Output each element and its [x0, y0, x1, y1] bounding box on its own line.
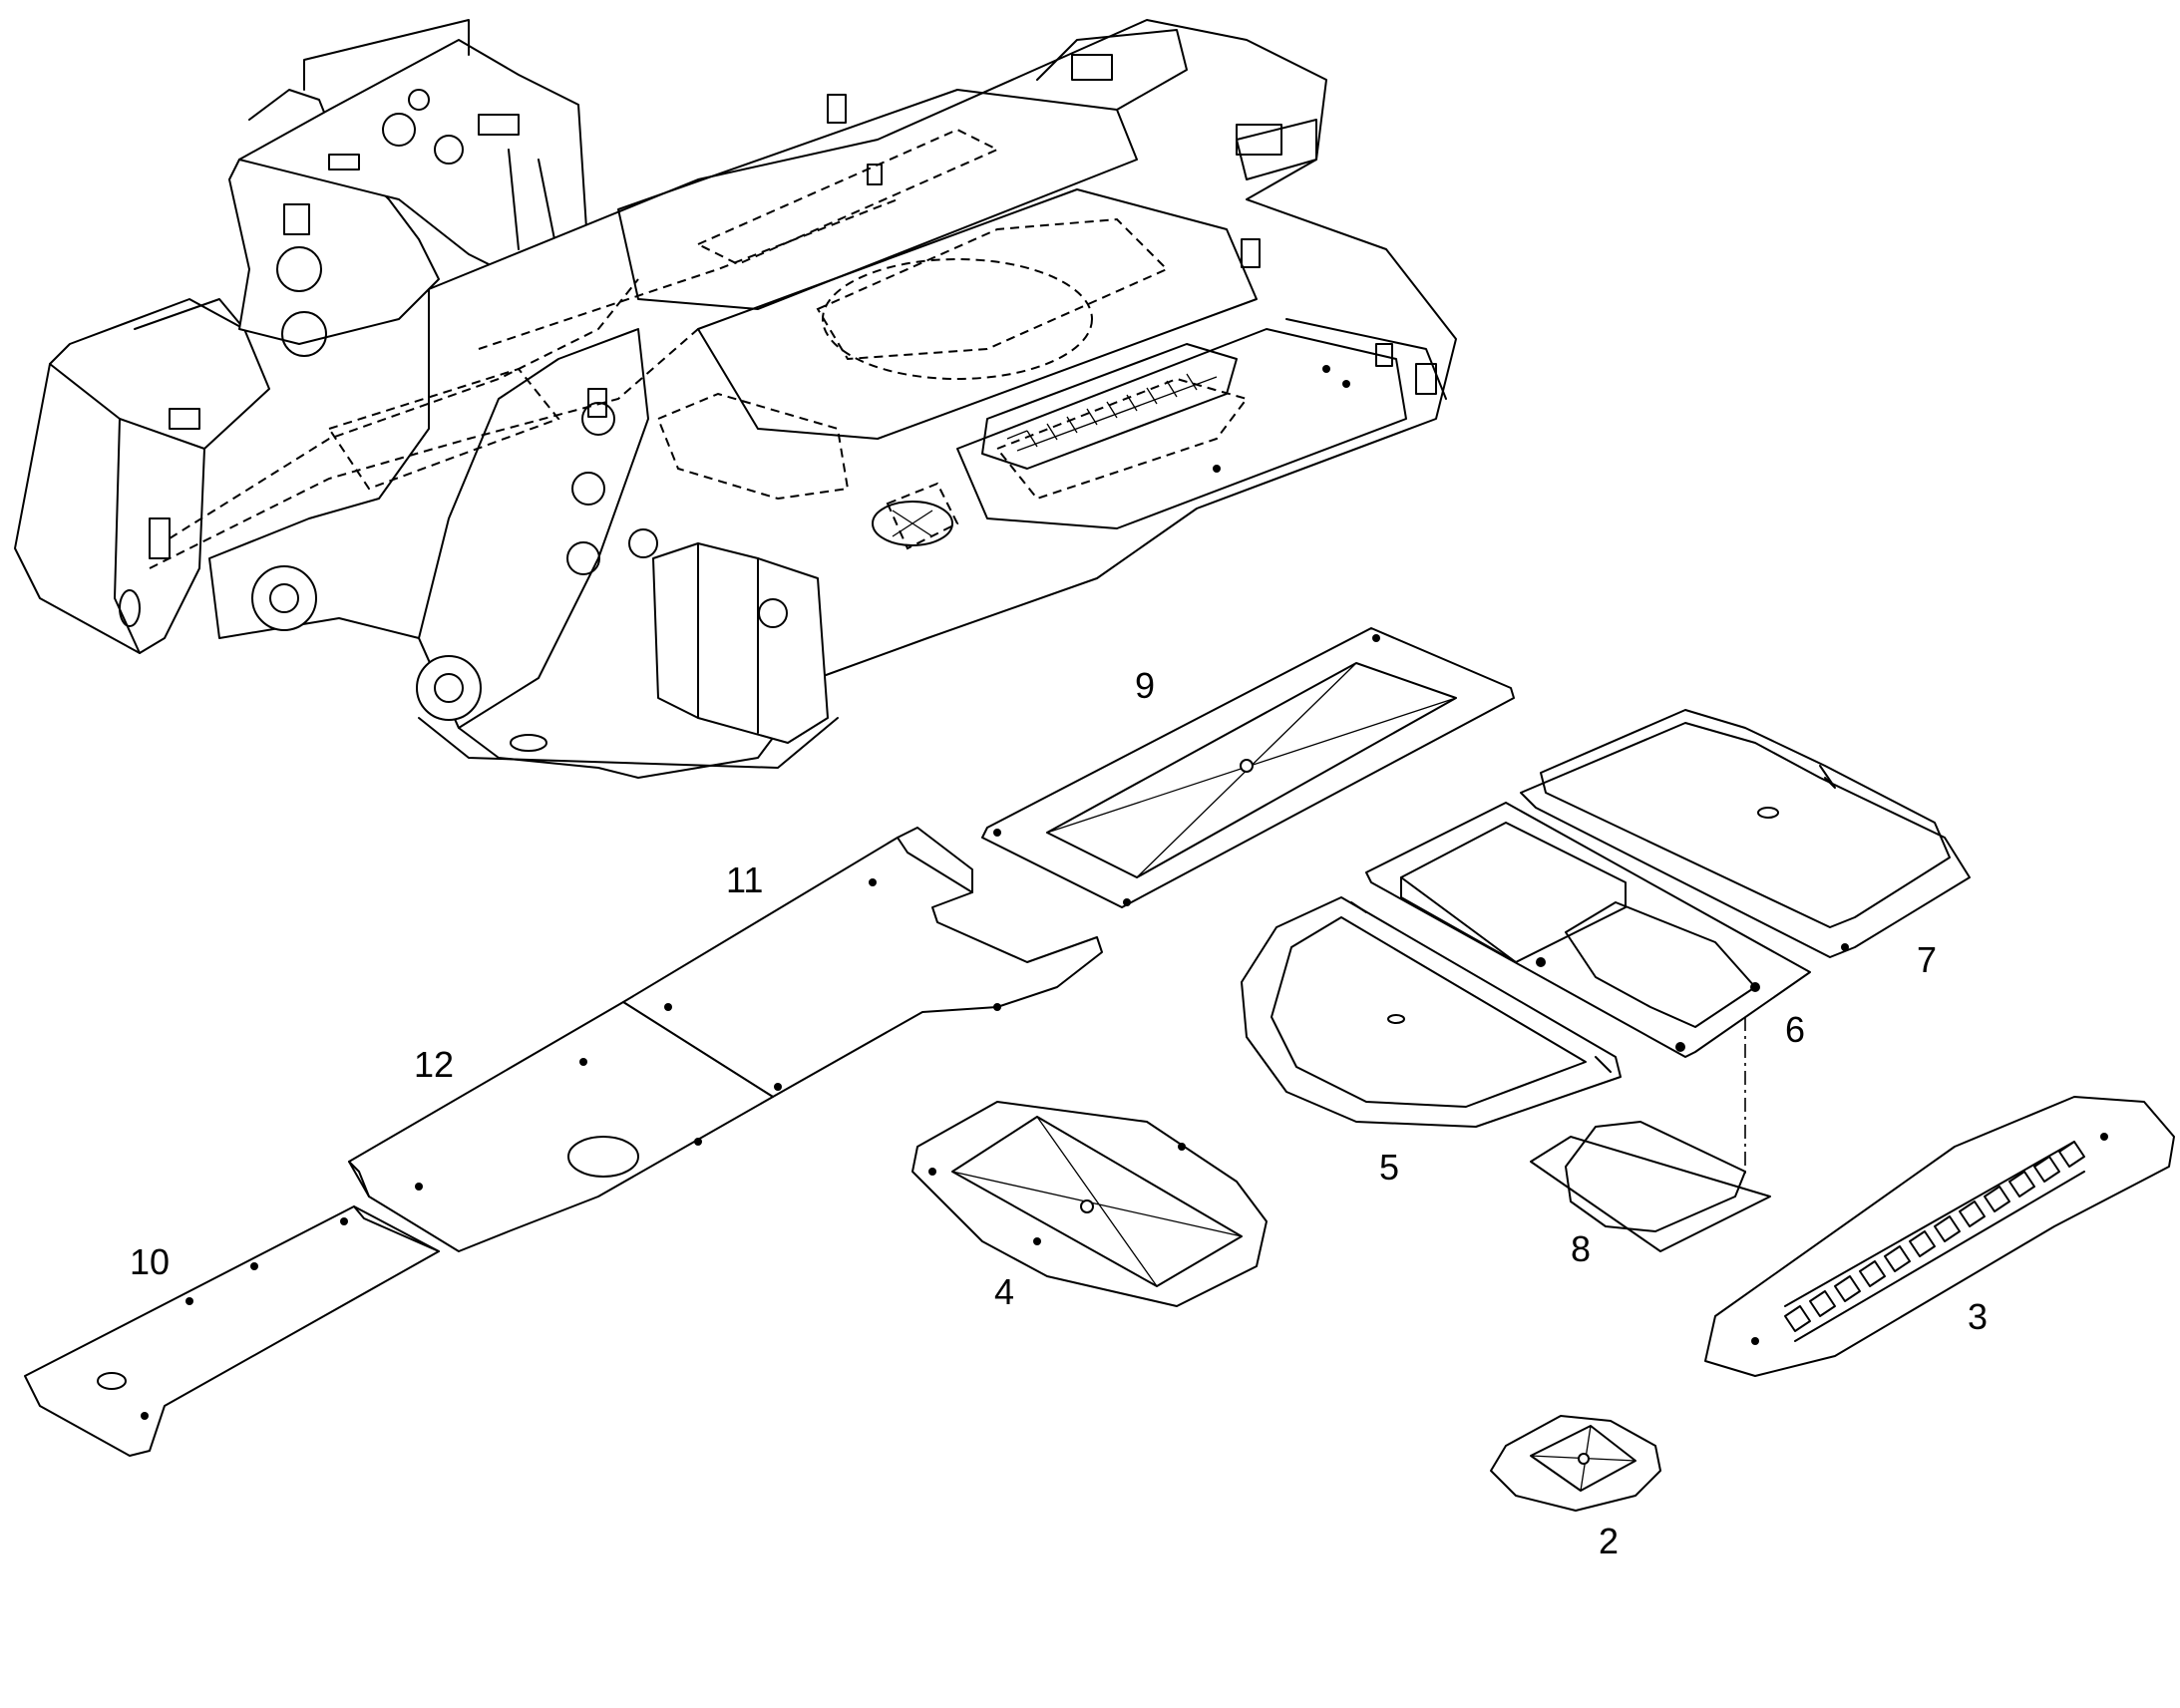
part-5-cover	[1241, 896, 1622, 1128]
callout-3: 3	[1968, 1296, 1988, 1337]
part-10-floor-plate	[24, 1205, 440, 1457]
callout-labels: 9 11 7 6 12 5 10 4 8 3 2	[130, 665, 1988, 1561]
callout-10: 10	[130, 1241, 170, 1282]
callout-2: 2	[1599, 1521, 1619, 1561]
part-12-floor-plate	[348, 1001, 774, 1252]
callout-9: 9	[1135, 665, 1155, 706]
part-6-cover	[1365, 802, 1811, 1058]
part-9-floor-plate	[981, 627, 1515, 908]
callout-4: 4	[994, 1271, 1014, 1312]
callout-8: 8	[1571, 1228, 1591, 1269]
part-7-cover	[1520, 709, 1971, 958]
part-4-cover	[911, 1101, 1268, 1307]
callout-12: 12	[414, 1044, 454, 1085]
callout-6: 6	[1785, 1009, 1805, 1050]
callout-7: 7	[1917, 939, 1937, 980]
part-3-grille	[1704, 1096, 2175, 1377]
callout-11: 11	[726, 859, 763, 900]
part-2-round-cover	[1490, 1415, 1661, 1512]
machine-chassis	[14, 19, 1457, 779]
part-8-cover	[1530, 1017, 1771, 1252]
callout-5: 5	[1379, 1147, 1399, 1188]
part-11-floor-plate	[622, 827, 1103, 1098]
